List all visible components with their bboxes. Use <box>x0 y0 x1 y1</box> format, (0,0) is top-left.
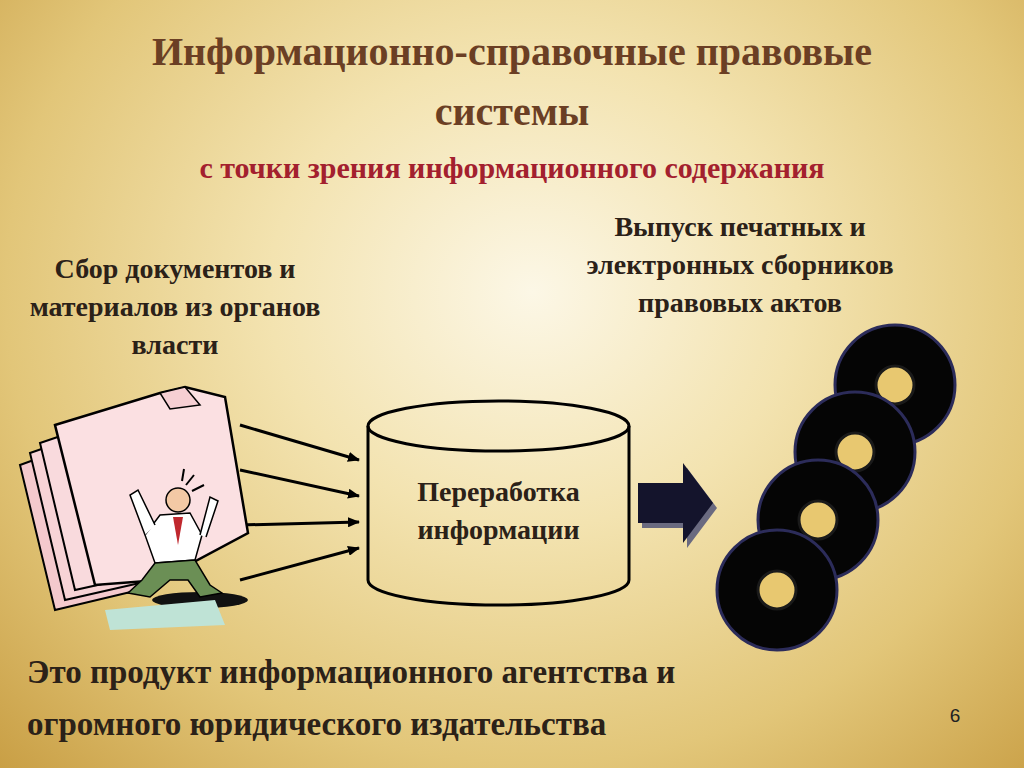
caption: Это продукт информационного агентства и … <box>27 646 797 750</box>
page-number: 6 <box>940 704 970 728</box>
flow-connector <box>638 463 717 548</box>
flow-connector <box>240 425 359 580</box>
node-heading: Выпуск печатных и электронных сборников … <box>560 208 920 322</box>
node-label: Переработка информации <box>380 473 617 549</box>
document-stack: Сбор документов и материалов из органов … <box>10 385 240 630</box>
subtitle: с точки зрения информационного содержани… <box>40 148 984 188</box>
process-cylinder: Переработка информации <box>365 398 632 608</box>
slide-title: Информационно-справочные правовые систем… <box>150 22 874 142</box>
disc-stack: Выпуск печатных и электронных сборников … <box>715 320 960 655</box>
node-heading: Сбор документов и материалов из органов … <box>10 250 340 364</box>
document-stack-outline <box>10 385 240 630</box>
disc-stack-outline <box>715 320 960 655</box>
